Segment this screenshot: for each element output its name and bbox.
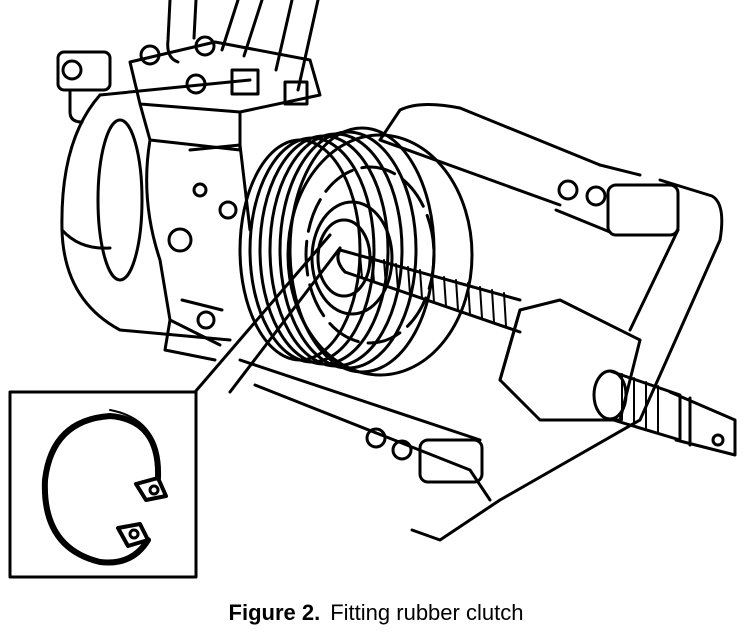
snap-ring-inset xyxy=(8,390,198,579)
refrigerant-hoses xyxy=(166,0,320,92)
figure-caption: Figure 2. Fitting rubber clutch xyxy=(0,600,752,626)
compressor-clutch-illustration xyxy=(8,0,737,579)
figure-number: Figure 2. xyxy=(228,600,321,625)
hex-drive-end xyxy=(592,369,737,457)
inset-leader-lines xyxy=(193,233,342,394)
figure-title: Fitting rubber clutch xyxy=(330,600,524,625)
forcing-screw xyxy=(336,248,522,334)
snap-ring-icon xyxy=(41,409,168,566)
compressor-body xyxy=(56,35,322,362)
clutch-puller-frame xyxy=(238,103,724,542)
